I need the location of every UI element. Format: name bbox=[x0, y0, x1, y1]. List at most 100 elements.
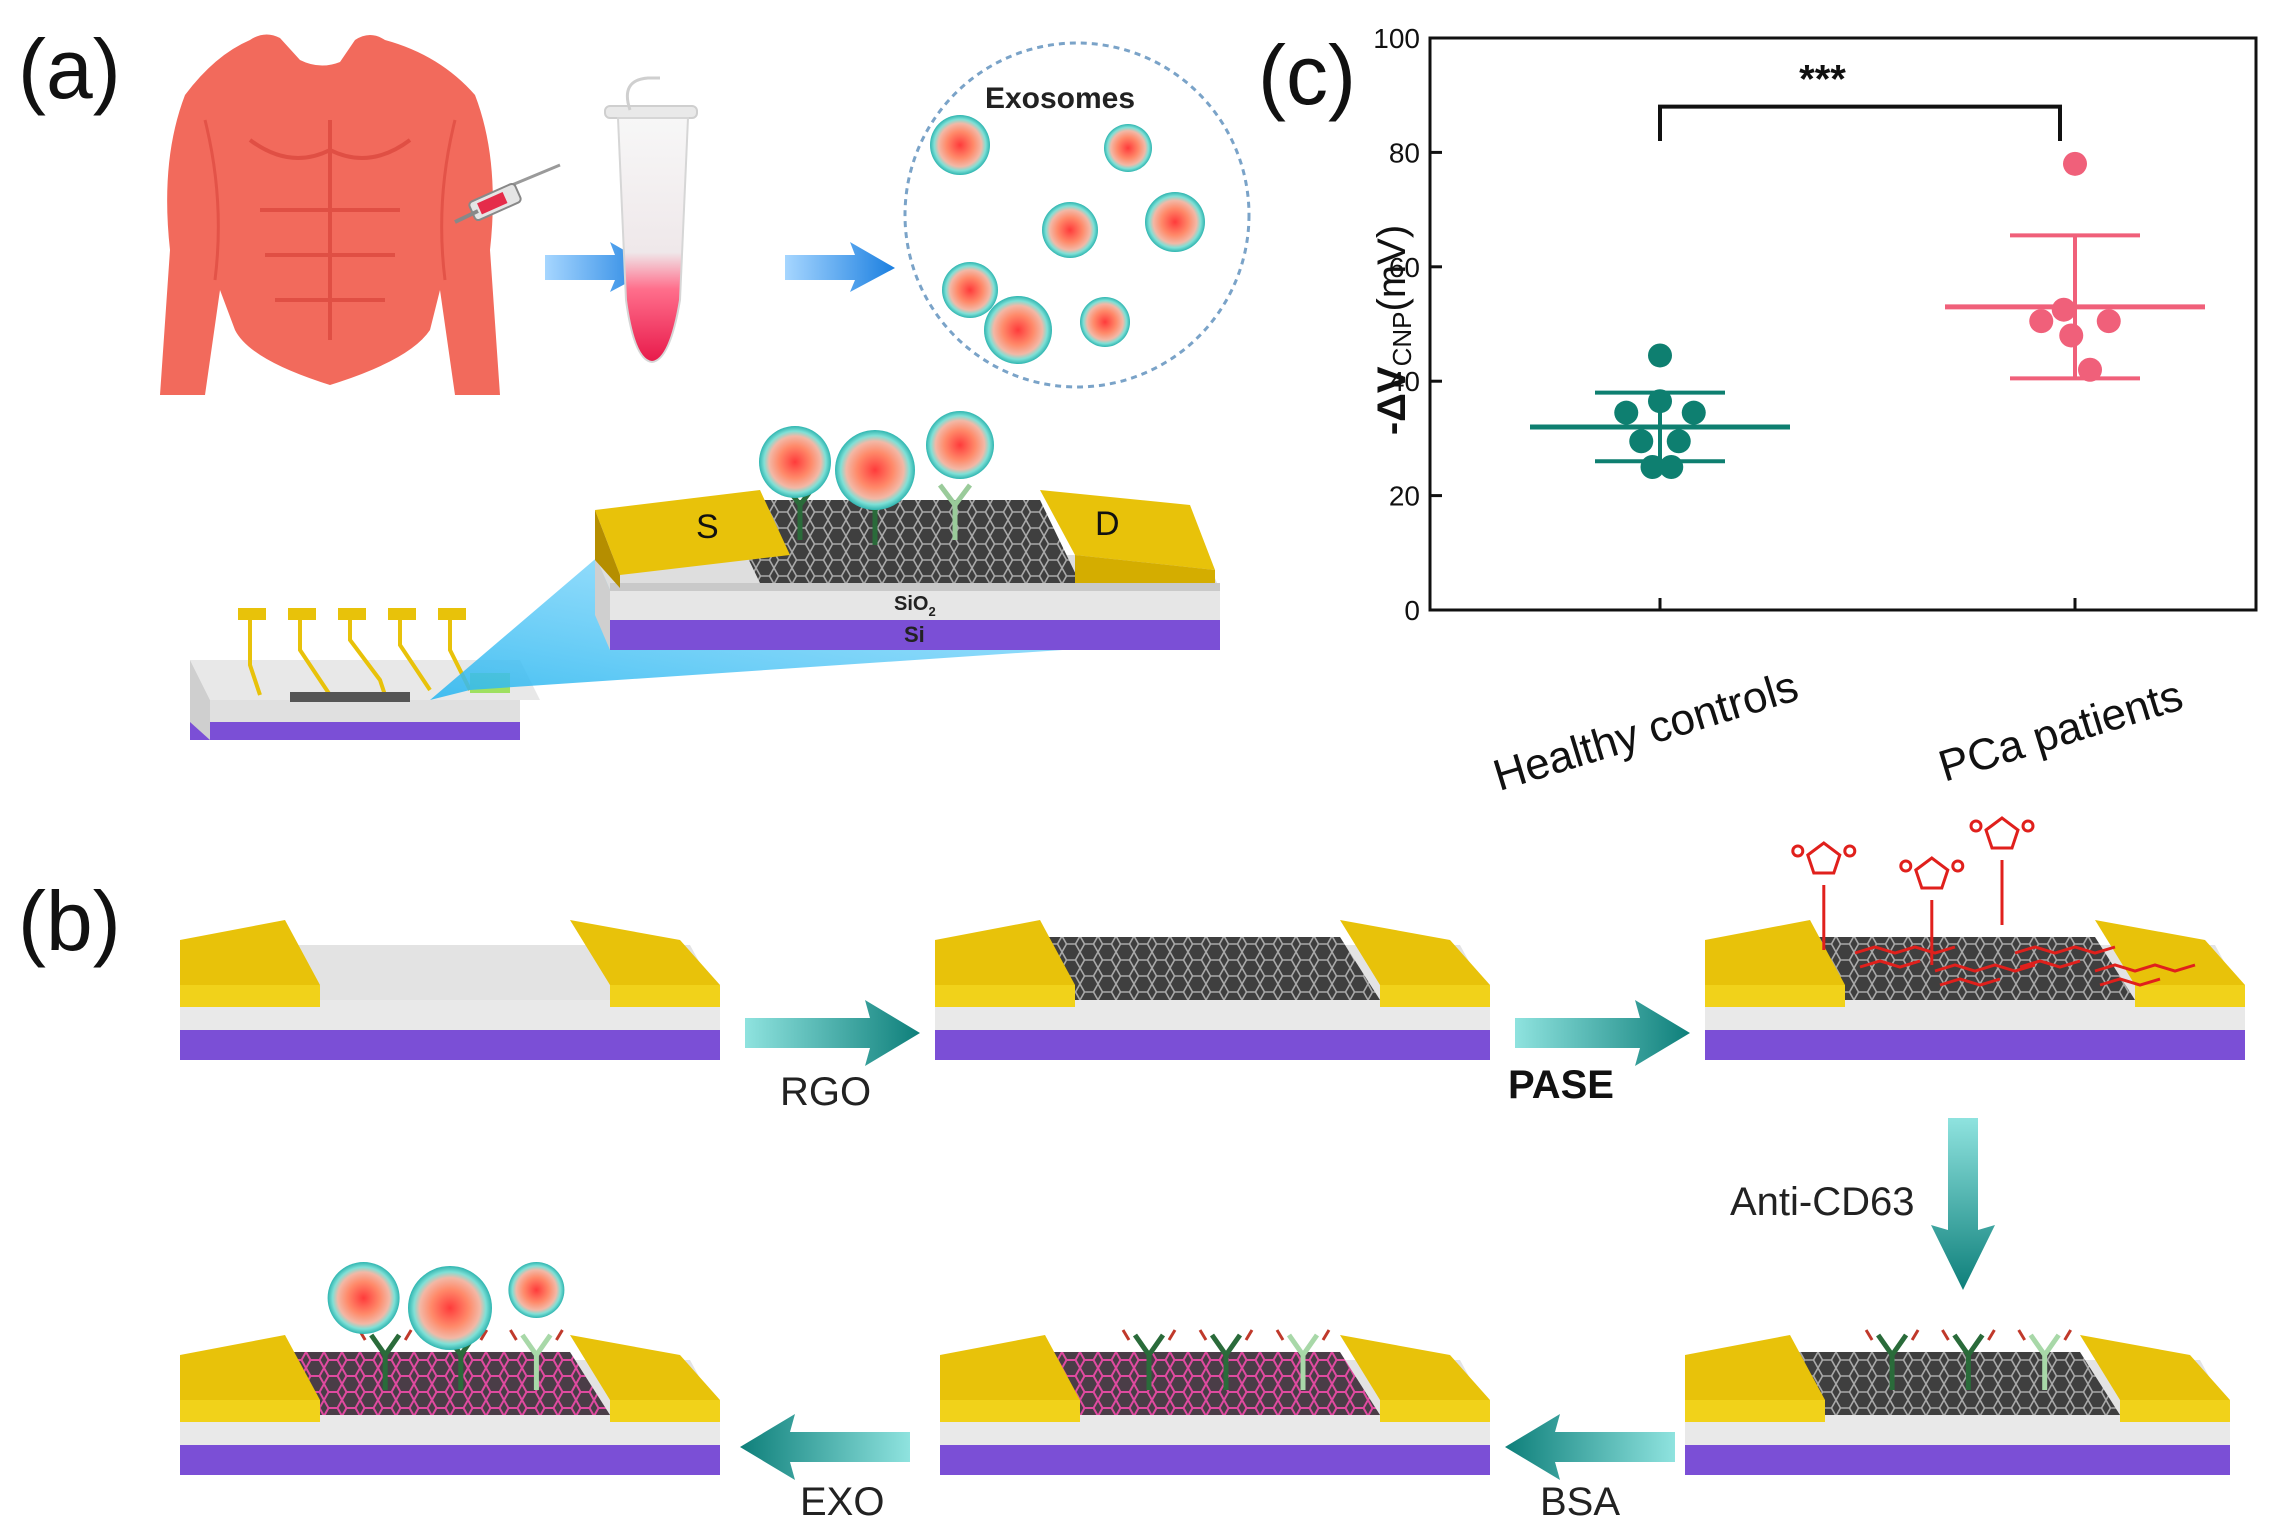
graphene-channel bbox=[1795, 1352, 2120, 1415]
drain-electrode bbox=[1340, 1335, 1490, 1400]
antibody-icon bbox=[520, 1333, 553, 1390]
pase-oxygen bbox=[1791, 844, 1805, 858]
antibody-icon bbox=[1952, 1333, 1985, 1390]
arrow-right-icon bbox=[785, 242, 895, 292]
source-electrode-side bbox=[935, 985, 1075, 1007]
exosomes-label: Exosomes bbox=[985, 82, 1135, 115]
y-tick-label: 0 bbox=[1404, 595, 1420, 626]
substrate-label: Si bbox=[904, 622, 925, 647]
data-point bbox=[1648, 343, 1672, 368]
step-label-pase: PASE bbox=[1508, 1063, 1614, 1107]
source-electrode-side bbox=[1705, 985, 1845, 1007]
plot-frame bbox=[1428, 36, 2258, 612]
pase-pyrene-chain bbox=[1854, 945, 1956, 955]
significance-label: *** bbox=[1799, 58, 1846, 102]
pase-oxygen bbox=[1843, 844, 1857, 858]
drain-electrode-side bbox=[2120, 1400, 2230, 1422]
fet-device bbox=[180, 1262, 720, 1475]
fet-device bbox=[1705, 816, 2245, 1060]
exosome-icon bbox=[835, 430, 915, 510]
drain-electrode bbox=[570, 1335, 720, 1400]
y-tick-label: 100 bbox=[1373, 23, 1420, 54]
data-point bbox=[2051, 297, 2076, 322]
data-point bbox=[1629, 429, 1654, 454]
source-electrode-side bbox=[1685, 1400, 1825, 1422]
panel-a: (a) Exosomes bbox=[18, 22, 1251, 740]
fet-device bbox=[940, 1329, 1490, 1475]
data-point bbox=[2063, 151, 2087, 176]
pase-pyrene-chain bbox=[1859, 959, 1921, 969]
pase-oxygen bbox=[1969, 819, 1983, 833]
drain-electrode bbox=[1340, 920, 1490, 985]
exosome-icon bbox=[942, 262, 998, 318]
x-tick-label: Healthy controls bbox=[1488, 662, 1804, 801]
syringe-icon bbox=[454, 163, 561, 224]
exosome-icon bbox=[984, 296, 1052, 364]
pase-pyrene-chain bbox=[2099, 977, 2161, 987]
antibody-tip-icon bbox=[1275, 1329, 1331, 1341]
antibody-icon bbox=[1209, 1333, 1243, 1390]
drain-electrode-side bbox=[1380, 985, 1490, 1007]
exosome-icon bbox=[1080, 297, 1130, 347]
y-tick-label: 20 bbox=[1389, 481, 1420, 512]
data-point bbox=[2078, 357, 2102, 382]
graphene-channel bbox=[1050, 1352, 1380, 1415]
pase-pyrene-chain bbox=[2094, 963, 2196, 973]
source-electrode-side bbox=[180, 1400, 320, 1422]
fet-device bbox=[180, 920, 720, 1060]
pase-oxygen bbox=[1951, 859, 1965, 873]
human-torso-icon bbox=[160, 34, 500, 395]
source-electrode bbox=[1685, 1335, 1825, 1420]
y-axis-label: -ΔVCNP(mV) bbox=[1370, 225, 1417, 435]
antibody-tip-icon bbox=[1121, 1329, 1177, 1341]
antibody-icon bbox=[1876, 1333, 1909, 1390]
arrow-left-icon bbox=[1505, 1414, 1675, 1480]
antibody-tip-icon bbox=[509, 1329, 564, 1341]
source-electrode bbox=[935, 920, 1075, 1005]
fet-device bbox=[935, 920, 1490, 1060]
pase-oxygen bbox=[1899, 859, 1913, 873]
step-label-exo: EXO bbox=[800, 1480, 884, 1524]
source-electrode bbox=[940, 1335, 1080, 1420]
arrow-right-icon bbox=[745, 1000, 920, 1066]
x-tick-label: PCa patients bbox=[1933, 671, 2188, 792]
antibody-icon bbox=[369, 1333, 402, 1390]
antibody-icon bbox=[2028, 1333, 2061, 1390]
step-label-rgo: RGO bbox=[780, 1070, 871, 1114]
sensor-chip-icon bbox=[190, 608, 540, 740]
series-healthy-controls bbox=[1530, 343, 1790, 479]
graphene-channel bbox=[1045, 937, 1380, 1000]
pase-oxygen bbox=[2021, 819, 2035, 833]
y-tick-label: 40 bbox=[1389, 366, 1420, 397]
exosome-icon bbox=[508, 1262, 565, 1318]
antibody-tip-icon bbox=[2017, 1329, 2072, 1341]
sample-tube-icon bbox=[604, 76, 698, 364]
arrow-right-icon bbox=[1515, 1000, 1690, 1066]
source-electrode bbox=[180, 1335, 320, 1420]
drain-electrode bbox=[570, 920, 720, 985]
y-tick-label: 60 bbox=[1389, 252, 1420, 283]
step-label-anti-cd63: Anti-CD63 bbox=[1730, 1180, 1915, 1224]
exosome-icon bbox=[759, 426, 831, 498]
arrow-left-icon bbox=[740, 1414, 910, 1480]
data-point bbox=[1659, 455, 1684, 479]
data-point bbox=[2029, 309, 2054, 334]
exosome-zoom-circle: Exosomes bbox=[903, 41, 1251, 389]
graphene-channel bbox=[1815, 937, 2135, 1000]
source-electrode bbox=[1705, 920, 1845, 1005]
source-electrode-side bbox=[180, 985, 320, 1007]
drain-electrode-side bbox=[610, 1400, 720, 1422]
exosome-icon bbox=[1042, 202, 1098, 258]
antibody-tip-icon bbox=[1941, 1329, 1996, 1341]
drain-electrode-side bbox=[2135, 985, 2245, 1007]
arrow-down-icon bbox=[1931, 1118, 1995, 1290]
pase-nhs-ring bbox=[1806, 841, 1842, 875]
source-electrode-side bbox=[940, 1400, 1080, 1422]
drain-electrode-side bbox=[1380, 1400, 1490, 1422]
pase-pyrene-chain bbox=[2014, 945, 2116, 955]
y-tick-label: 80 bbox=[1389, 137, 1420, 168]
exosome-icon bbox=[327, 1262, 400, 1334]
pase-nhs-ring bbox=[1984, 816, 2020, 850]
antibody-tip-icon bbox=[1198, 1329, 1254, 1341]
